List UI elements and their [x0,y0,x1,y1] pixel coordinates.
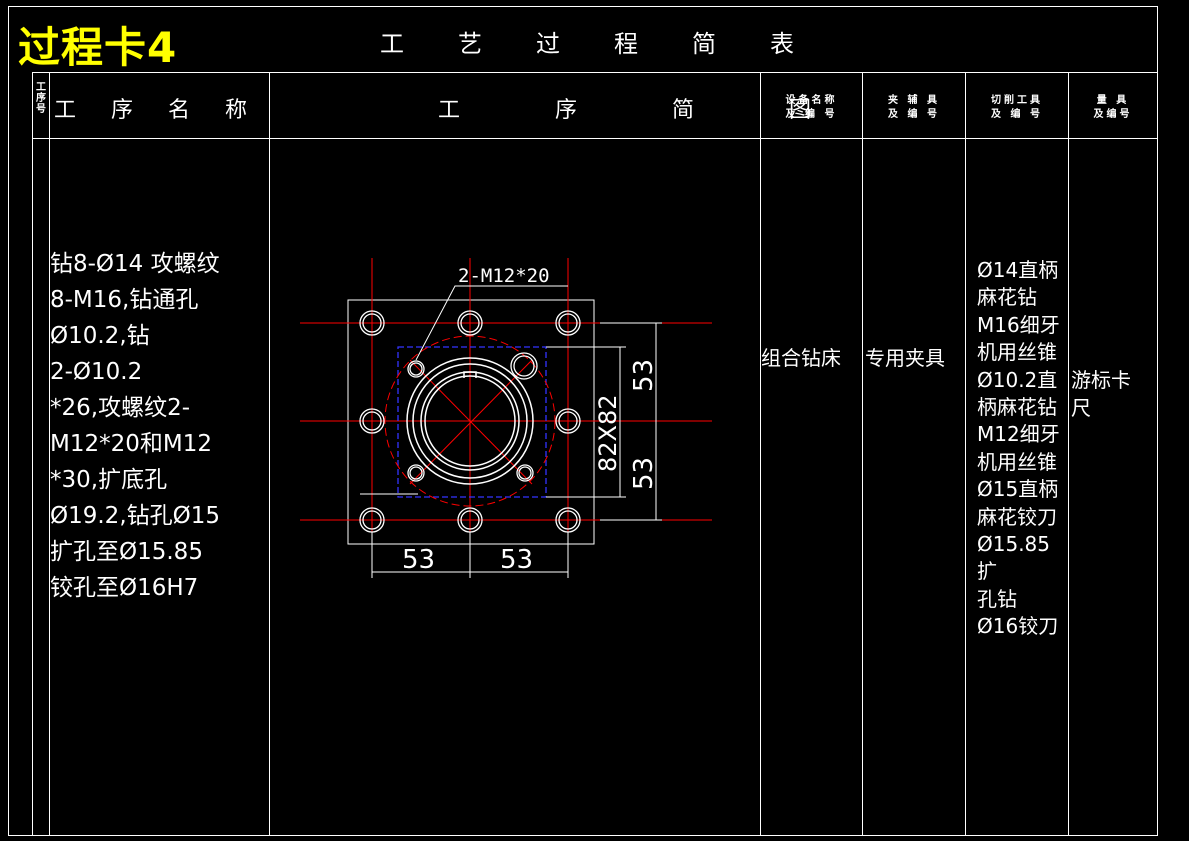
threaded-holes [407,352,538,482]
bolt-holes [359,310,581,533]
col-divider-5 [965,72,966,836]
dim-vertical [546,322,662,521]
header-divider [32,138,1158,139]
callout-leader [415,285,568,361]
table-frame [32,72,1158,836]
main-title: 工艺过程简表 [380,30,848,58]
header-equipment: 设备名称 及 编 号 [785,95,838,120]
equipment-text: 组合钻床 [761,346,841,370]
dim-label-h-left: 53 [402,545,435,575]
header-measuring-tool: 量 具 及编号 [1093,95,1133,120]
header-seq: 工 序 号 [36,82,46,115]
header-fixture: 夹 辅 具 及 编 号 [888,95,940,120]
process-sketch: 2-M12*20 53 53 53 53 82X82 [300,258,712,578]
header-cutting-tool: 切削工具 及 编 号 [991,95,1043,120]
col-divider-1 [49,72,50,836]
operation-name-text: 钻8-Ø14 攻螺纹 8-M16,钻通孔 Ø10.2,钻 2-Ø10.2 *26… [50,251,220,601]
hidden-square [397,346,547,498]
dim-label-square: 82X82 [594,394,622,472]
dim-label-h-right: 53 [500,545,533,575]
central-bore [406,357,534,485]
callout-label: 2-M12*20 [458,265,550,287]
flange-outline [347,299,595,545]
dim-label-v-bottom: 53 [629,457,659,490]
header-sketch: 工 序 简 图 [438,98,855,123]
col-divider-3 [760,72,761,836]
header-op-name: 工 序 名 称 [54,98,261,123]
fixture-text: 专用夹具 [865,346,945,370]
center-lines [300,258,712,550]
cutting-tool-text: Ø14直柄 麻花钻 M16细牙 机用丝锥 Ø10.2直 柄麻花钻 M12细牙 机… [977,258,1060,639]
dim-horizontal [371,532,569,578]
col-divider-2 [269,72,270,836]
col-divider-6 [1068,72,1069,836]
card-title: 过程卡4 [18,23,178,72]
measuring-tool-text: 游标卡 尺 [1071,368,1131,420]
col-divider-4 [862,72,863,836]
dim-label-v-top: 53 [629,359,659,392]
